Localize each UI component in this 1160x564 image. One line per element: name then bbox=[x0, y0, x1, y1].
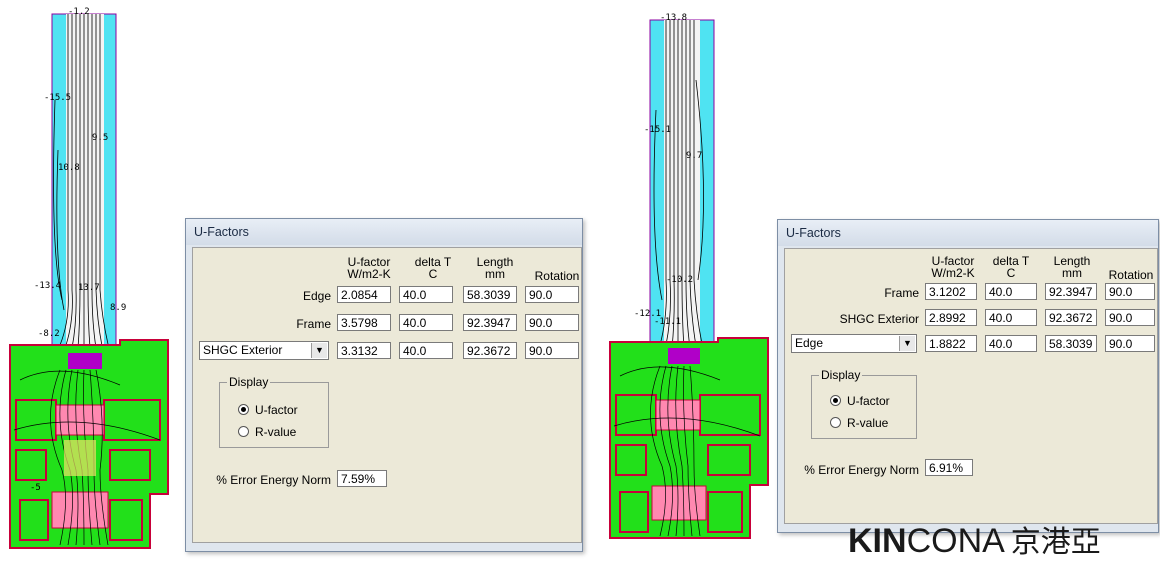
right-row-label: Frame bbox=[884, 286, 919, 300]
left-label-t1: -1.2 bbox=[68, 7, 90, 17]
right-error-label: % Error Energy Norm bbox=[804, 463, 919, 477]
left-radio-rvalue-label: R-value bbox=[255, 425, 297, 439]
right-hdr-length-unit: mm bbox=[1062, 266, 1082, 280]
left-field-rotation[interactable]: 90.0 bbox=[525, 286, 579, 303]
right-display-group: Display U-factor R-value bbox=[811, 368, 917, 439]
left-simulation-graphic: -1.2 -15.5 10.8 9.5 -13.4 13.7 8.9 -8.2 … bbox=[9, 7, 169, 549]
right-field-delta[interactable]: 40.0 bbox=[985, 335, 1037, 352]
right-field-ufactor[interactable]: 3.1202 bbox=[925, 283, 977, 300]
right-error-value: 6.91% bbox=[925, 459, 973, 476]
right-hdr-ufactor-unit: W/m2-K bbox=[931, 266, 975, 280]
left-row-label: Edge bbox=[302, 289, 331, 303]
right-ufactors-window: U-Factors U-factor W/m2-K delta T C Leng… bbox=[777, 219, 1159, 533]
right-row-label: SHGC Exterior bbox=[839, 312, 919, 326]
brand-part2: CONA bbox=[906, 522, 1005, 560]
left-field-ufactor[interactable]: 3.5798 bbox=[337, 314, 391, 331]
radio-unselected-icon[interactable] bbox=[238, 426, 249, 437]
right-label-t3: 9.7 bbox=[686, 151, 702, 161]
left-label-t3: 10.8 bbox=[58, 163, 80, 173]
right-radio-rvalue-label: R-value bbox=[847, 416, 889, 430]
right-field-delta[interactable]: 40.0 bbox=[985, 283, 1037, 300]
left-label-t6: 13.7 bbox=[78, 283, 100, 293]
right-hdr-delta-unit: C bbox=[1006, 266, 1016, 280]
right-field-rotation[interactable]: 90.0 bbox=[1105, 335, 1155, 352]
right-field-delta[interactable]: 40.0 bbox=[985, 309, 1037, 326]
right-window-title: U-Factors bbox=[778, 220, 1158, 246]
left-label-t2: -15.5 bbox=[44, 93, 71, 103]
right-label-t4: -10.2 bbox=[666, 275, 693, 285]
right-field-length[interactable]: 92.3947 bbox=[1045, 283, 1097, 300]
right-type-dropdown[interactable]: Edge ▼ bbox=[791, 334, 917, 353]
right-thermal-simulation: -13.8 -15.1 9.7 -10.2 -12.1 -11.1 bbox=[600, 0, 790, 556]
left-hdr-delta-unit: C bbox=[428, 267, 438, 281]
left-label-t4: 9.5 bbox=[92, 133, 108, 143]
left-field-delta[interactable]: 40.0 bbox=[399, 286, 453, 303]
radio-unselected-icon[interactable] bbox=[830, 417, 841, 428]
right-dropdown-value: Edge bbox=[795, 336, 824, 350]
right-radio-ufactor[interactable]: U-factor bbox=[830, 394, 890, 408]
left-hdr-length-unit: mm bbox=[485, 267, 505, 281]
right-display-label: Display bbox=[819, 368, 863, 382]
left-label-t8: -8.2 bbox=[38, 329, 60, 339]
left-field-ufactor[interactable]: 2.0854 bbox=[337, 286, 391, 303]
right-label-t5: -12.1 bbox=[634, 309, 661, 319]
left-display-group: Display U-factor R-value bbox=[219, 375, 329, 448]
brand-part1: KIN bbox=[848, 522, 907, 560]
radio-selected-icon[interactable] bbox=[238, 404, 249, 415]
left-field-length[interactable]: 92.3672 bbox=[463, 342, 517, 359]
left-type-dropdown[interactable]: SHGC Exterior ▼ bbox=[199, 341, 329, 360]
left-field-length[interactable]: 58.3039 bbox=[463, 286, 517, 303]
right-window-client: U-factor W/m2-K delta T C Length mm Rota… bbox=[784, 248, 1158, 524]
left-error-value: 7.59% bbox=[337, 470, 387, 487]
left-row-label: Frame bbox=[296, 317, 331, 331]
left-radio-ufactor[interactable]: U-factor bbox=[238, 403, 298, 417]
left-hdr-ufactor: U-factor bbox=[347, 255, 391, 269]
right-field-length[interactable]: 92.3672 bbox=[1045, 309, 1097, 326]
left-field-delta[interactable]: 40.0 bbox=[399, 314, 453, 331]
right-hdr-delta: delta T bbox=[992, 254, 1030, 268]
left-radio-rvalue[interactable]: R-value bbox=[238, 425, 296, 439]
right-label-t2: -15.1 bbox=[644, 125, 671, 135]
right-field-ufactor[interactable]: 1.8822 bbox=[925, 335, 977, 352]
chevron-down-icon[interactable]: ▼ bbox=[311, 343, 327, 358]
left-field-delta[interactable]: 40.0 bbox=[399, 342, 453, 359]
left-label-t9: -5 bbox=[30, 483, 41, 493]
right-hdr-rotation: Rotation bbox=[1108, 268, 1154, 282]
left-hdr-delta: delta T bbox=[414, 255, 452, 269]
left-field-ufactor[interactable]: 3.3132 bbox=[337, 342, 391, 359]
left-hdr-ufactor-unit: W/m2-K bbox=[347, 267, 391, 281]
left-field-rotation[interactable]: 90.0 bbox=[525, 314, 579, 331]
brand-part3: 京港亞 bbox=[1010, 526, 1101, 559]
left-window-title: U-Factors bbox=[186, 219, 582, 245]
left-dropdown-value: SHGC Exterior bbox=[203, 343, 283, 357]
chevron-down-icon[interactable]: ▼ bbox=[899, 336, 915, 351]
left-hdr-length: Length bbox=[476, 255, 514, 269]
left-display-label: Display bbox=[227, 375, 271, 389]
right-label-t1: -13.8 bbox=[660, 13, 687, 23]
left-error-label: % Error Energy Norm bbox=[216, 473, 331, 487]
right-radio-rvalue[interactable]: R-value bbox=[830, 416, 888, 430]
right-field-rotation[interactable]: 90.0 bbox=[1105, 309, 1155, 326]
left-label-t5: -13.4 bbox=[34, 281, 61, 291]
left-label-t7: 8.9 bbox=[110, 303, 126, 313]
right-field-rotation[interactable]: 90.0 bbox=[1105, 283, 1155, 300]
left-field-length[interactable]: 92.3947 bbox=[463, 314, 517, 331]
right-radio-ufactor-label: U-factor bbox=[847, 394, 890, 408]
right-hdr-length: Length bbox=[1053, 254, 1091, 268]
radio-selected-icon[interactable] bbox=[830, 395, 841, 406]
right-hdr-ufactor: U-factor bbox=[931, 254, 975, 268]
right-simulation-graphic: -13.8 -15.1 9.7 -10.2 -12.1 -11.1 bbox=[609, 13, 769, 539]
right-field-length[interactable]: 58.3039 bbox=[1045, 335, 1097, 352]
left-ufactors-window: U-Factors U-factor W/m2-K delta T C Leng… bbox=[185, 218, 583, 552]
left-hdr-rotation: Rotation bbox=[534, 269, 580, 283]
left-radio-ufactor-label: U-factor bbox=[255, 403, 298, 417]
right-label-t6: -11.1 bbox=[654, 317, 681, 327]
right-field-ufactor[interactable]: 2.8992 bbox=[925, 309, 977, 326]
left-window-client: U-factor W/m2-K delta T C Length mm Rota… bbox=[192, 247, 582, 543]
left-field-rotation[interactable]: 90.0 bbox=[525, 342, 579, 359]
left-thermal-simulation: -1.2 -15.5 10.8 9.5 -13.4 13.7 8.9 -8.2 … bbox=[0, 0, 190, 556]
